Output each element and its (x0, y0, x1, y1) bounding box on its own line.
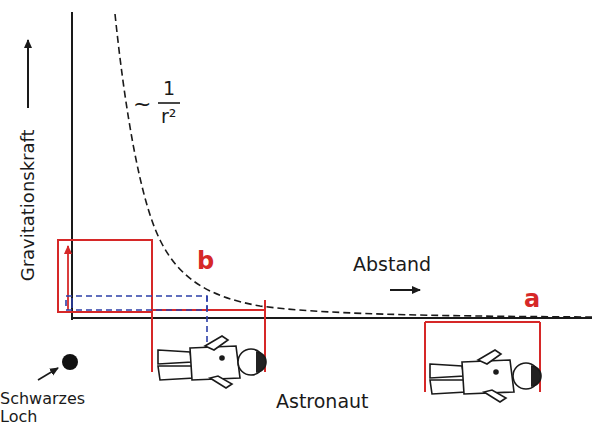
region-label: b (197, 248, 214, 276)
axis-label: Abstand (353, 254, 431, 276)
object-label: Schwarzes Loch (0, 390, 92, 427)
astronaut-figure (430, 350, 541, 402)
fraction-denominator: r² (161, 106, 176, 128)
astronaut-figure (158, 336, 266, 388)
axis-label: Gravitationskraft (18, 129, 39, 281)
region-label: a (524, 286, 540, 314)
proportional-sign: ~ (133, 91, 151, 116)
figure-label: Astronaut (276, 391, 369, 413)
fraction-numerator: 1 (163, 78, 175, 100)
